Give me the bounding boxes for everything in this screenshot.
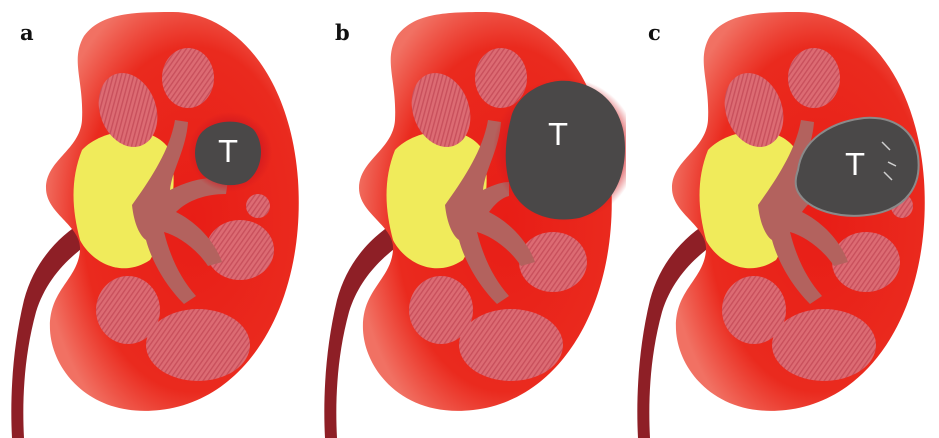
kidney-illustration-a: T (0, 0, 313, 438)
renal-pyramid (162, 48, 214, 108)
renal-pyramid (772, 309, 876, 381)
renal-pyramid (788, 48, 840, 108)
kidney-illustration-b: T (313, 0, 626, 438)
panel-label: a (20, 20, 34, 45)
kidney-illustration-c: T (626, 0, 939, 438)
panel-a: T a (0, 0, 313, 438)
renal-pyramid (146, 309, 250, 381)
panel-c: T c (626, 0, 939, 438)
tumor-label: T (548, 118, 568, 153)
renal-pyramid (459, 309, 563, 381)
tumor-label: T (218, 135, 238, 170)
tumor-label: T (845, 148, 865, 183)
panel-b: T b (313, 0, 626, 438)
panel-label: b (335, 20, 350, 45)
panel-label: c (648, 20, 661, 45)
renal-pyramid (246, 194, 270, 218)
